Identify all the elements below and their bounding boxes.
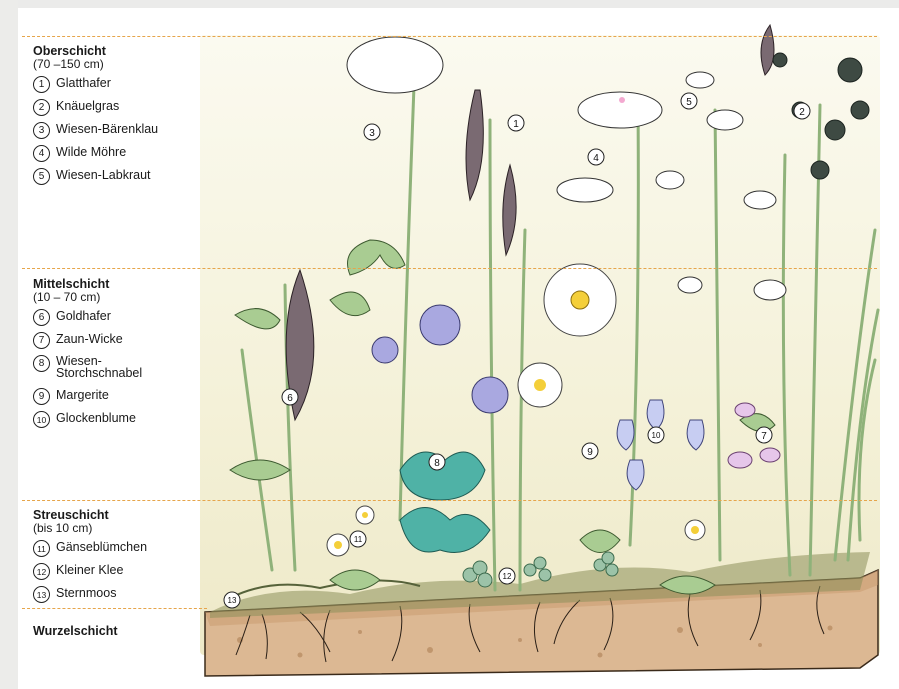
marker-label-7: 7 <box>761 431 767 442</box>
marker-label-12: 12 <box>503 572 512 581</box>
marker-label-11: 11 <box>354 535 363 544</box>
marker-label-6: 6 <box>287 393 293 404</box>
marker-label-1: 1 <box>513 119 519 130</box>
marker-label-8: 8 <box>434 458 440 469</box>
marker-label-5: 5 <box>686 97 692 108</box>
marker-label-13: 13 <box>228 596 237 605</box>
marker-label-4: 4 <box>593 153 599 164</box>
marker-label-3: 3 <box>369 128 375 139</box>
marker-label-10: 10 <box>652 431 661 440</box>
marker-label-2: 2 <box>799 107 805 118</box>
marker-label-9: 9 <box>587 447 593 458</box>
